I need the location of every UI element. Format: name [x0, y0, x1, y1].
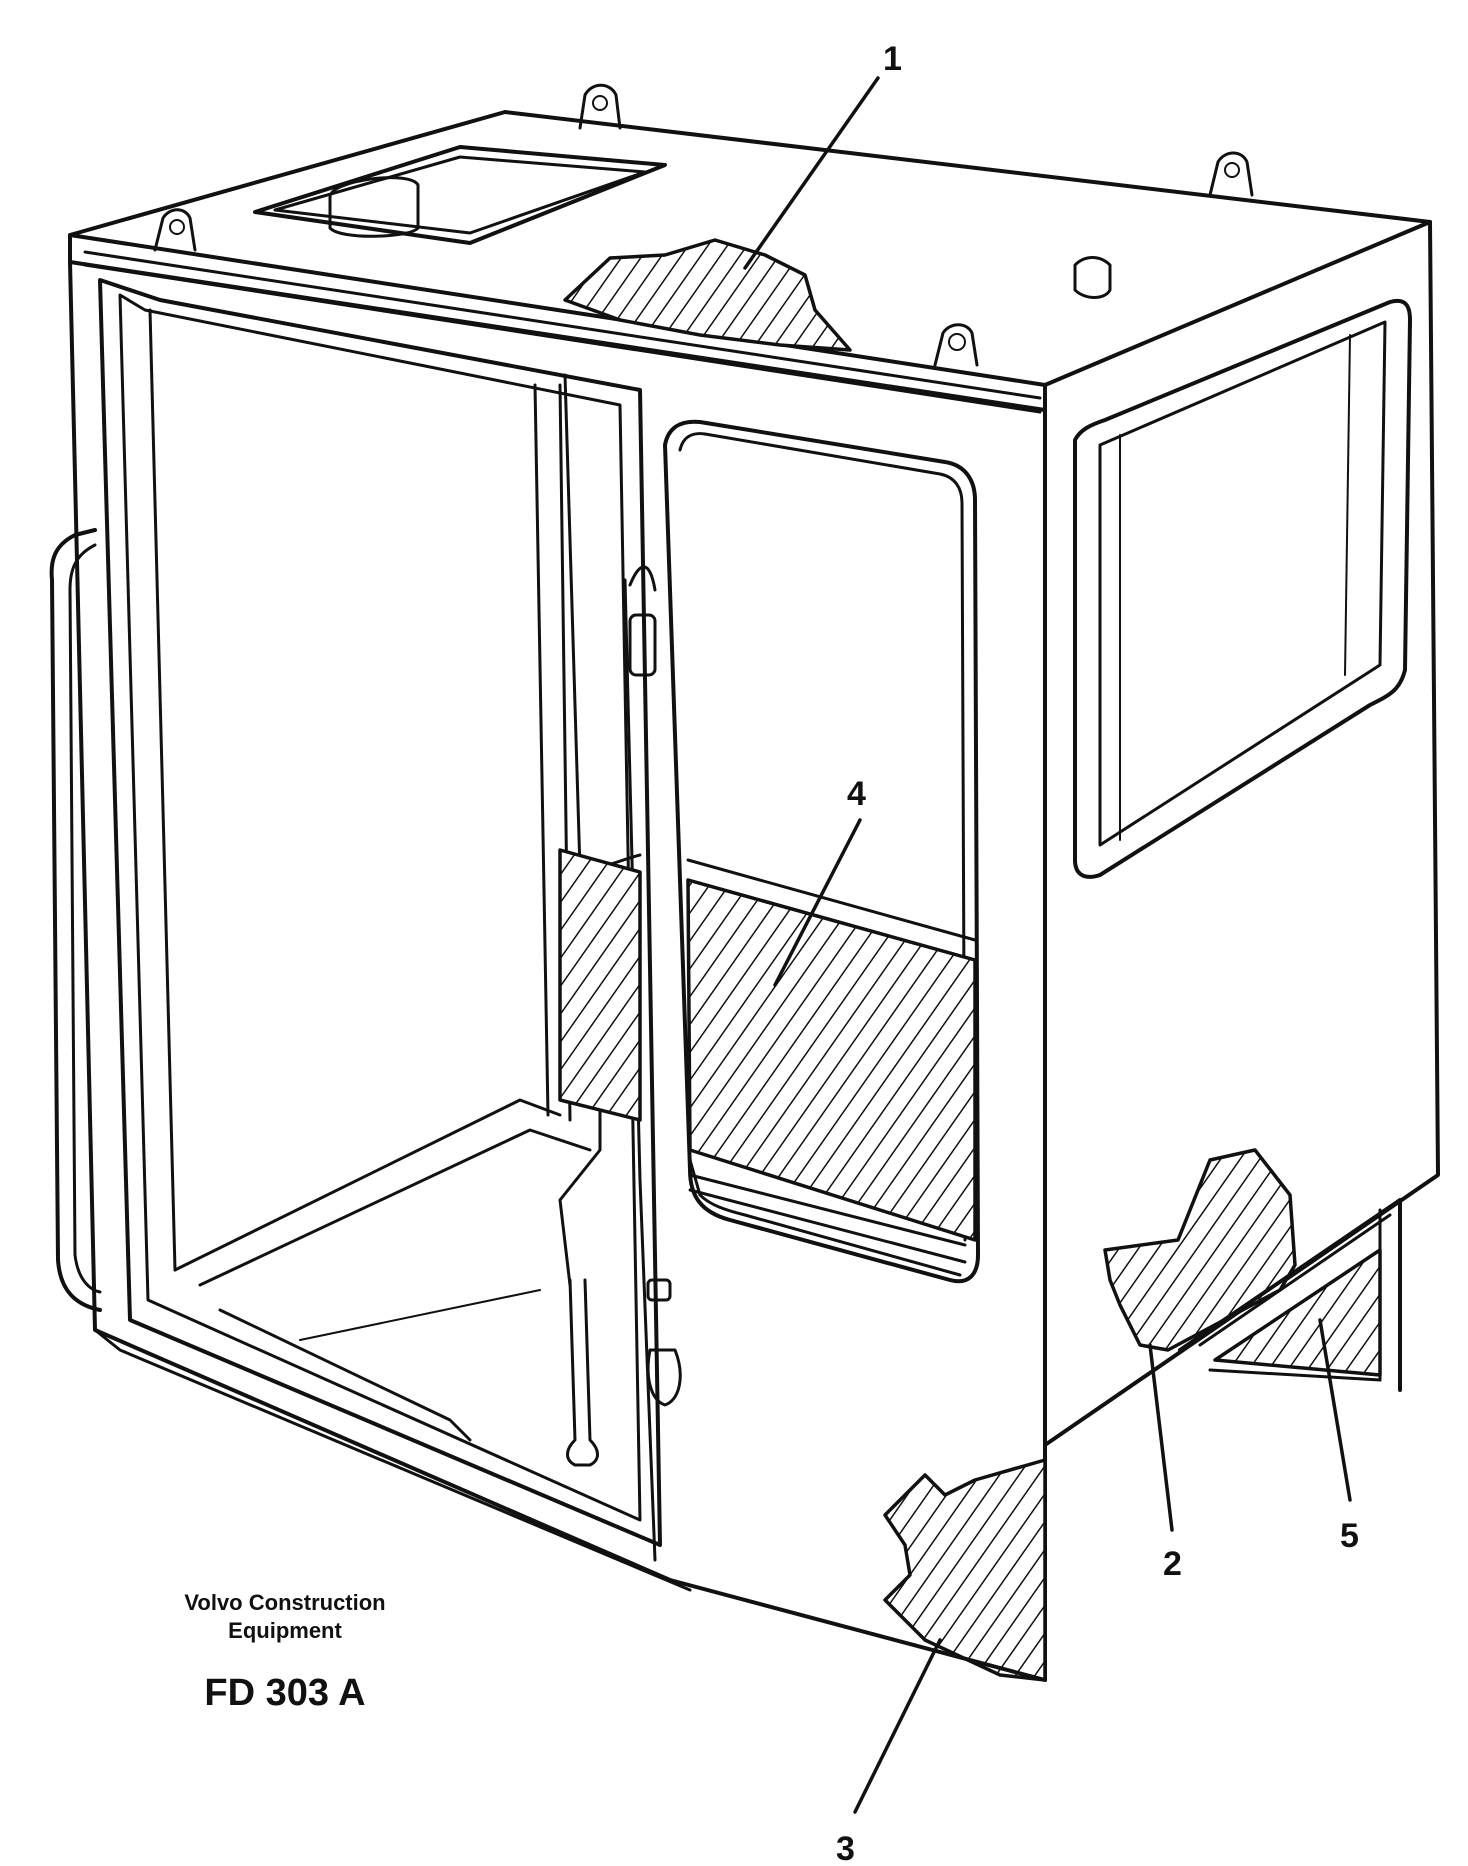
section-3-lower-panel	[883, 1458, 1047, 1682]
section-1-roof-panel	[563, 238, 852, 352]
front-frame	[68, 260, 1047, 1682]
lifting-eye-4	[933, 323, 979, 367]
leader-3	[853, 1638, 942, 1814]
right-side-wall	[1043, 220, 1440, 1682]
lifting-eye-2	[153, 208, 197, 252]
section-4-left-part	[558, 848, 642, 1122]
leader-2	[1148, 1343, 1174, 1532]
leader-4	[773, 818, 862, 987]
figure-code: FD 303 A	[204, 1672, 365, 1714]
section-2-side-panel	[1103, 1148, 1297, 1352]
callout-3: 3	[836, 1830, 855, 1861]
section-5-floor-panel	[1213, 1248, 1382, 1377]
callout-5: 5	[1340, 1517, 1359, 1555]
leader-5	[1318, 1318, 1352, 1502]
roof	[68, 83, 1432, 414]
callout-2: 2	[1163, 1545, 1182, 1583]
callout-4: 4	[847, 775, 866, 813]
brand-line-1: Volvo Construction	[184, 1590, 385, 1615]
lifting-eye-1	[578, 83, 622, 130]
left-side-handle	[49, 528, 102, 1312]
lifting-eye-3	[1208, 151, 1254, 197]
callout-1: 1	[883, 40, 902, 78]
leader-1	[743, 76, 880, 270]
brand-line-2: Equipment	[228, 1618, 342, 1643]
